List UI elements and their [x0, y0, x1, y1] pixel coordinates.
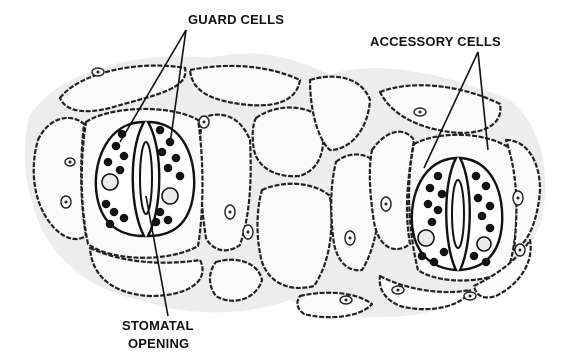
epidermal-cell: [258, 184, 332, 288]
epidermal-cell: [370, 132, 414, 249]
stomatal-pore: [140, 142, 152, 214]
guard-cells-label: GUARD CELLS: [188, 12, 284, 27]
stomatal-opening-label-line1: STOMATAL: [122, 318, 194, 333]
epidermal-cell: [253, 108, 324, 177]
accessory-cells-label: ACCESSORY CELLS: [370, 34, 501, 49]
stomatal-pore: [452, 180, 464, 248]
stomatal-opening-label-line2: OPENING: [128, 336, 189, 351]
